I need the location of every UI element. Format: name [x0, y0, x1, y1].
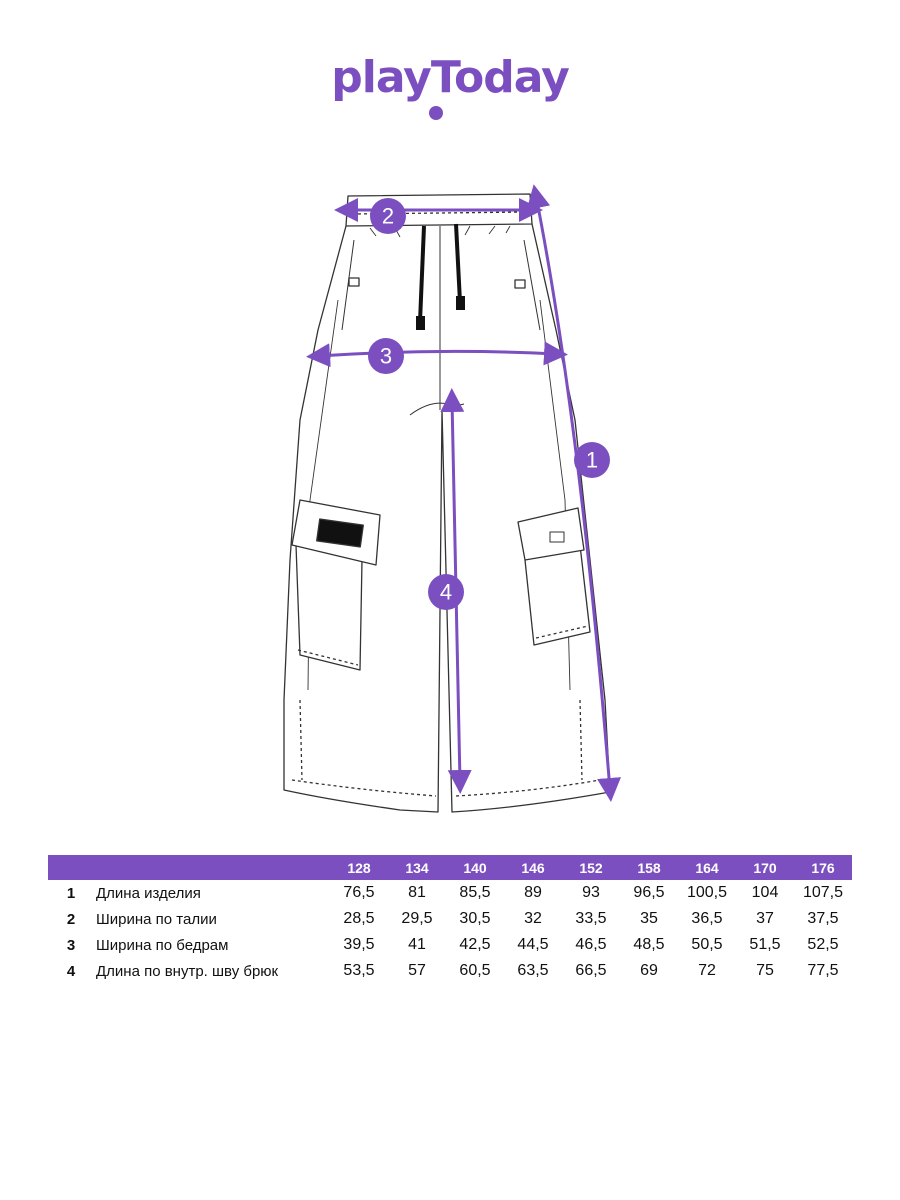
value-cell: 48,5: [633, 936, 665, 953]
value-cell: 104: [751, 884, 779, 901]
row-label: Длина по внутр. шву брюк: [96, 962, 279, 980]
brand-logo: playToday: [0, 52, 900, 103]
svg-text:1: 1: [586, 448, 598, 473]
size-header: 164: [678, 855, 736, 880]
badge-3: 3: [368, 338, 404, 374]
drawstrings: [416, 223, 465, 330]
table-row: 3 Ширина по бедрам 39,5 41 42,5 44,5 46,…: [48, 932, 852, 958]
value-cell: 46,5: [575, 936, 607, 953]
size-header: 152: [562, 855, 620, 880]
brand-logo-text: playToday: [331, 52, 570, 103]
value-cell: 51,5: [749, 936, 781, 953]
table-row: 4 Длина по внутр. шву брюк 53,5 57 60,5 …: [48, 958, 852, 984]
size-header: 158: [620, 855, 678, 880]
value-cell: 96,5: [633, 884, 665, 901]
value-cell: 69: [640, 962, 658, 979]
value-cell: 77,5: [807, 962, 839, 979]
value-cell: 41: [408, 936, 426, 953]
value-cell: 33,5: [575, 910, 607, 927]
value-cell: 32: [524, 910, 542, 927]
value-cell: 107,5: [802, 884, 844, 901]
value-cell: 85,5: [459, 884, 491, 901]
value-cell: 36,5: [691, 910, 723, 927]
badge-2: 2: [370, 198, 406, 234]
value-cell: 39,5: [343, 936, 375, 953]
size-header: 140: [446, 855, 504, 880]
value-cell: 63,5: [517, 962, 549, 979]
value-cell: 93: [582, 884, 600, 901]
value-cell: 29,5: [401, 910, 433, 927]
row-number: 2: [66, 910, 76, 928]
row-number: 4: [66, 962, 76, 980]
value-cell: 30,5: [459, 910, 491, 927]
value-cell: 72: [698, 962, 716, 979]
brand-logo-dot: [429, 106, 443, 120]
row-label: Длина изделия: [96, 884, 201, 902]
measurement-arrows: [306, 184, 621, 802]
value-cell: 35: [640, 910, 658, 927]
badge-1: 1: [574, 442, 610, 478]
value-cell: 42,5: [459, 936, 491, 953]
size-header: 170: [736, 855, 794, 880]
value-cell: 57: [408, 962, 426, 979]
size-header: 176: [794, 855, 852, 880]
size-header: 128: [330, 855, 388, 880]
table-row: 2 Ширина по талии 28,5 29,5 30,5 32 33,5…: [48, 906, 852, 932]
value-cell: 52,5: [807, 936, 839, 953]
hip-width-arrow: [306, 341, 568, 368]
value-cell: 66,5: [575, 962, 607, 979]
size-header-row: 128 134 140 146 152 158 164 170 176: [48, 855, 852, 880]
badge-4: 4: [428, 574, 464, 610]
svg-text:4: 4: [440, 580, 452, 605]
value-cell: 60,5: [459, 962, 491, 979]
value-cell: 75: [756, 962, 774, 979]
product-length-arrow: [526, 184, 621, 802]
row-number: 1: [66, 884, 76, 902]
size-chart-table: 128 134 140 146 152 158 164 170 176 1 Дл…: [48, 855, 852, 984]
value-cell: 37,5: [807, 910, 839, 927]
svg-text:3: 3: [380, 344, 392, 369]
pants-outline: [283, 193, 611, 813]
value-cell: 89: [524, 884, 542, 901]
svg-text:2: 2: [382, 204, 394, 229]
row-label: Ширина по бедрам: [96, 936, 229, 954]
value-cell: 37: [756, 910, 774, 927]
value-cell: 44,5: [517, 936, 549, 953]
value-cell: 53,5: [343, 962, 375, 979]
size-header: 134: [388, 855, 446, 880]
value-cell: 76,5: [343, 884, 375, 901]
size-header: 146: [504, 855, 562, 880]
row-label: Ширина по талии: [96, 910, 217, 928]
value-cell: 100,5: [686, 884, 728, 901]
value-cell: 81: [408, 884, 426, 901]
row-number: 3: [66, 936, 76, 954]
value-cell: 28,5: [343, 910, 375, 927]
table-row: 1 Длина изделия 76,5 81 85,5 89 93 96,5 …: [48, 880, 852, 906]
value-cell: 50,5: [691, 936, 723, 953]
